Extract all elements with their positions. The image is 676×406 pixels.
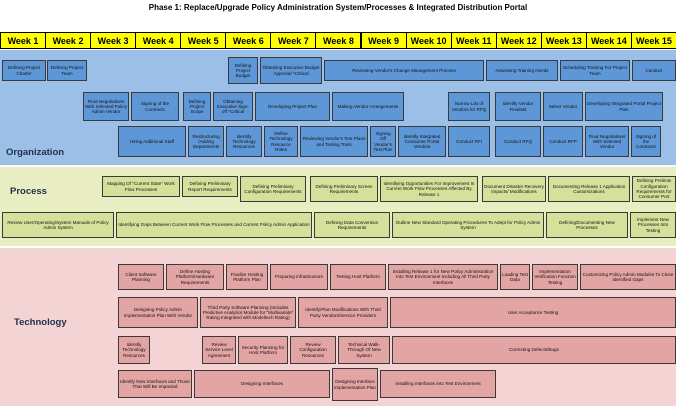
- org-task: Conduct RFI: [448, 126, 490, 157]
- tech-task: Preparing Infrastructure: [270, 264, 328, 290]
- tech-task: Identify/Plan Modifications With Third P…: [298, 297, 388, 328]
- week-4-header: Week 4: [135, 32, 182, 49]
- tech-task: Third Party Software Planning (Includes …: [200, 297, 296, 328]
- tech-task: Designing Policy Admin Implementation Pl…: [118, 297, 198, 328]
- org-task: Obtaining Executive Budget Approval *Cri…: [260, 57, 322, 84]
- process-task: Identifying Gaps Between Current Work Fl…: [116, 212, 312, 238]
- week-9-header: Week 9: [360, 32, 407, 49]
- tech-task: Loading Test Data: [500, 264, 530, 290]
- tech-task: Installing Release 1 for New Policy Admi…: [388, 264, 498, 290]
- org-task: Conduct RFP: [543, 126, 583, 157]
- week-1-header: Week 1: [0, 32, 46, 49]
- org-task: Developing Project Plan: [255, 92, 330, 121]
- process-task: Defining/Documenting New Processes: [546, 212, 628, 238]
- process-task: Mapping Of "Current State" Work Flow Pro…: [102, 176, 180, 197]
- week-3-header: Week 3: [90, 32, 137, 49]
- org-task: Defining Project Charter: [2, 60, 46, 81]
- org-task: Developing Integrated Portal Project Pla…: [585, 92, 663, 121]
- tech-task: Installing Interfaces Into Test Environm…: [380, 370, 496, 398]
- process-task: Identifying Opportunities For Improvemen…: [380, 176, 478, 202]
- org-task: Conduct: [632, 60, 676, 81]
- org-task: Conduct RFQ: [495, 126, 541, 157]
- process-task: Defining Data Conversion Requirements: [314, 212, 390, 238]
- org-task: Making Vendor Arrangements: [332, 92, 404, 121]
- week-11-header: Week 11: [450, 32, 497, 49]
- week-6-header: Week 6: [225, 32, 272, 49]
- tech-task: Testing Host Platform: [330, 264, 386, 290]
- org-task: Identify Integrated Consumer Portal Vend…: [398, 126, 446, 157]
- tech-task: Define Hosting Platform/Hardware Require…: [166, 264, 224, 290]
- org-task: Identify Vendor Finalists: [495, 92, 541, 121]
- org-task: Final Negotiations With Selected Policy …: [83, 92, 129, 121]
- process-task: Document Disaster Recovery Impacts/ Modi…: [482, 176, 546, 202]
- org-task: Narrow List of Vendors for RFQ: [448, 92, 490, 121]
- process-task: Defining Preliminary Screen Requirements: [310, 176, 378, 202]
- org-task: Final Negotiations With Selected Vendor: [585, 126, 629, 157]
- page-title: Phase 1: Replace/Upgrade Policy Administ…: [148, 3, 528, 12]
- tech-task: Implementation Verification Function Tes…: [532, 264, 578, 290]
- week-15-header: Week 15: [630, 32, 676, 49]
- tech-task: Technical Walk-Through Of New System: [338, 336, 390, 364]
- org-task: Reviewing Vendor's Test Plans and Testin…: [300, 126, 368, 157]
- tech-task: Identify Technology Resources: [118, 336, 150, 364]
- week-7-header: Week 7: [270, 32, 317, 49]
- week-10-header: Week 10: [405, 32, 452, 49]
- tech-task: Security Planning for Host Platform: [238, 336, 288, 364]
- org-task: Defining Project Team: [47, 60, 87, 81]
- tech-task: Customizing Policy Admin Modules To Clos…: [580, 264, 676, 290]
- org-task: Signing of the Contracts: [631, 126, 661, 157]
- org-task: Defining Project Budget: [228, 57, 258, 84]
- org-task: Scheduling Training For Project Team: [560, 60, 630, 81]
- tech-task: Identify New Interfaces and Those That W…: [118, 370, 192, 398]
- tech-task: Designing Interface Implementation Plan: [332, 368, 378, 401]
- org-task: Restructuring /Adding Departments: [188, 126, 224, 157]
- org-task: Signing of the Contracts: [131, 92, 179, 121]
- org-task: Reviewing Vendor's Change Management Pro…: [324, 60, 484, 81]
- process-task: Review User/Operating/System Manuals of …: [2, 212, 114, 238]
- process-task: Outline New Standard Operating Procedure…: [392, 212, 544, 238]
- org-task: Hiring Additional Staff: [118, 126, 186, 157]
- process-task: Defining Preliminary Report Requirements: [182, 176, 238, 197]
- week-2-header: Week 2: [45, 32, 92, 49]
- week-14-header: Week 14: [585, 32, 632, 49]
- week-5-header: Week 5: [180, 32, 227, 49]
- process-task: Implement New Processes Into Testing: [630, 212, 676, 238]
- org-task: Signing Off Vendor's Test Plan: [370, 126, 396, 157]
- week-8-header: Week 8: [315, 32, 362, 49]
- org-task: Define Technology Resource Roles: [264, 126, 298, 157]
- tech-task: User Acceptance Testing: [390, 297, 676, 328]
- tech-task: Finalize Hosting Platform Plan: [226, 264, 268, 290]
- process-task: Documenting Release 1 Application Custom…: [548, 176, 630, 202]
- org-task: Assessing Training Needs: [486, 60, 558, 81]
- tech-task: Correcting Defects/Bugs: [392, 336, 676, 364]
- week-12-header: Week 12: [495, 32, 542, 49]
- process-task: Defining Prelimin Configuration Requirem…: [632, 176, 676, 202]
- technology-label: Technology: [14, 317, 67, 328]
- tech-task: Client Software Planning: [118, 264, 164, 290]
- organization-label: Organization: [6, 147, 65, 158]
- org-task: Identify Technology Resources: [226, 126, 262, 157]
- process-task: Defining Preliminary Configuration Requi…: [240, 176, 306, 202]
- tech-task: Review Service Level Agreement: [202, 336, 236, 364]
- tech-task: Review Configuration Resources: [290, 336, 336, 364]
- org-task: Obtaining Executive Sign-off *Critical: [213, 92, 253, 121]
- tech-task: Designing Interfaces: [194, 370, 330, 398]
- process-label: Process: [10, 186, 47, 197]
- org-task: Defining Project Scope: [183, 92, 211, 121]
- week-13-header: Week 13: [540, 32, 587, 49]
- org-task: Select Vendor: [543, 92, 583, 121]
